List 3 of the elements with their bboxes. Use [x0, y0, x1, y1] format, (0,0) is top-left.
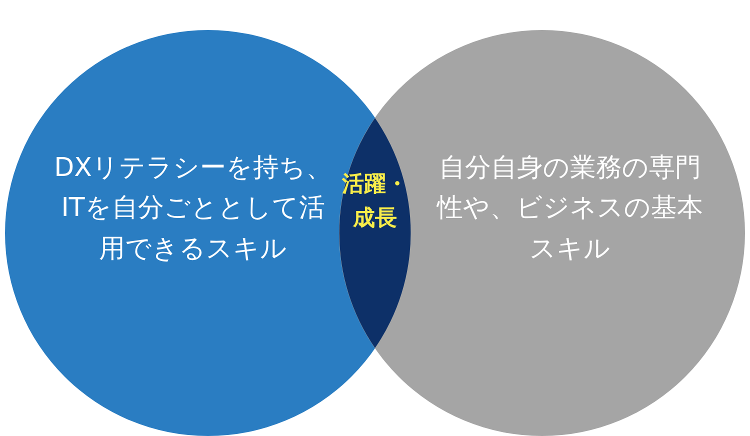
- circle-text: 自分自身の業務の専門性や、ビジネスの基本スキル: [435, 152, 704, 266]
- overlap-text: 活躍・成長: [341, 171, 409, 234]
- circle-text: DXリテラシーを持ち、ITを自分ごととして活用できるスキル: [53, 152, 333, 266]
